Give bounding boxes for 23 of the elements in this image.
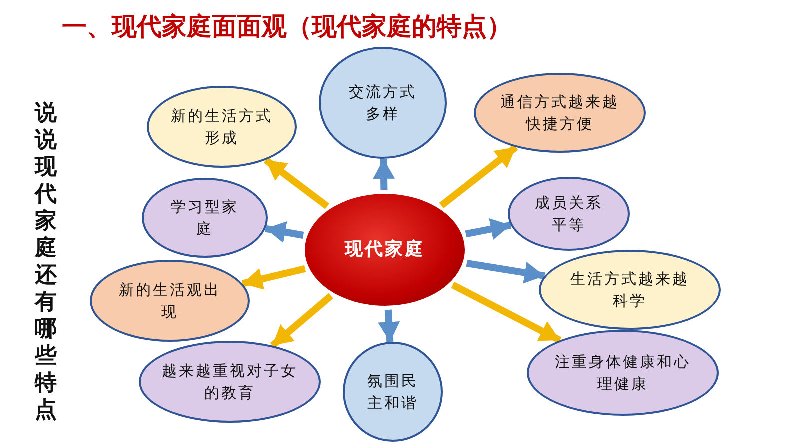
center-text: 现代家庭 — [345, 239, 425, 261]
arrow — [270, 293, 334, 348]
feature-text: 学习型家庭 — [170, 197, 240, 240]
feature-text: 注重身体健康和心理健康 — [554, 352, 692, 395]
feature-text: 成员关系平等 — [534, 193, 604, 236]
feature-text: 通信方式越来越快捷方便 — [500, 92, 620, 135]
arrow — [465, 218, 512, 240]
arrow — [242, 266, 306, 290]
arrow — [378, 310, 400, 342]
arrow — [439, 144, 518, 209]
feature-text: 交流方式多样 — [348, 82, 418, 125]
vertical-question: 说说现代家庭还有哪些特点 — [34, 100, 58, 424]
arrow — [451, 282, 562, 344]
feature-text: 新的生活方式形成 — [170, 106, 274, 149]
feature-text: 越来越重视对子女的教育 — [161, 361, 299, 404]
arrow — [373, 158, 396, 190]
arrow — [265, 221, 304, 244]
feature-text: 新的生活观出现 — [118, 280, 222, 323]
arrow — [264, 157, 330, 210]
title: 一、现代家庭面面观（现代家庭的特点） — [62, 11, 512, 43]
arrow — [466, 260, 546, 284]
feature-text: 生活方式越来越科学 — [570, 269, 690, 312]
feature-text: 氛围民主和谐 — [366, 371, 420, 414]
